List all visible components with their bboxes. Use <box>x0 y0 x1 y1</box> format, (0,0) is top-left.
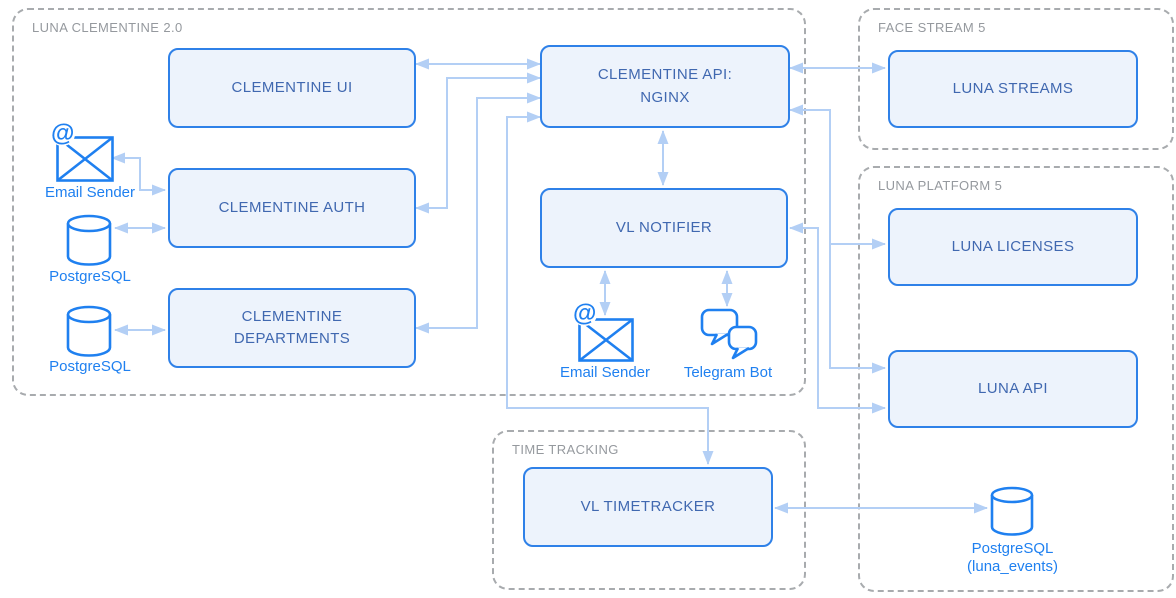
node-clementine-api-line1: CLEMENTINE API: <box>597 66 733 83</box>
node-clementine-api[interactable]: CLEMENTINE API: NGINX <box>540 45 790 128</box>
node-luna-streams-label: LUNA STREAMS <box>952 79 1074 97</box>
node-vl-notifier[interactable]: VL NOTIFIER <box>540 188 788 268</box>
node-luna-api-label: LUNA API <box>978 379 1048 397</box>
node-clementine-auth-label: CLEMENTINE AUTH <box>218 198 366 216</box>
container-face-stream[interactable]: FACE STREAM 5 <box>858 8 1174 150</box>
database-icon[interactable] <box>66 305 112 357</box>
postgresql-luna-events-line2: (luna_events) <box>967 558 1058 575</box>
postgresql-auth-label: PostgreSQL <box>49 268 131 285</box>
edge-email-sender-auth <box>111 152 166 196</box>
node-luna-licenses-label: LUNA LICENSES <box>951 237 1075 255</box>
postgresql-departments-label: PostgreSQL <box>49 358 131 375</box>
node-clementine-departments-label: CLEMENTINE DEPARTMENTS <box>234 306 350 351</box>
database-icon[interactable] <box>990 486 1034 536</box>
telegram-bot-label: Telegram Bot <box>683 364 773 381</box>
node-luna-streams[interactable]: LUNA STREAMS <box>888 50 1138 128</box>
node-clementine-departments-line2: DEPARTMENTS <box>233 330 351 347</box>
container-face-stream-label: FACE STREAM 5 <box>878 20 986 35</box>
node-clementine-departments-line1: CLEMENTINE <box>241 307 343 325</box>
node-vl-timetracker-label: VL TIMETRACKER <box>580 497 716 515</box>
edge-notifier-luna-api <box>789 222 886 414</box>
edge-api-timetracker <box>506 111 714 465</box>
email-sender-auth-label: Email Sender <box>44 184 136 201</box>
at-sign-icon: @ <box>572 300 598 327</box>
container-luna-platform-label: LUNA PLATFORM 5 <box>878 178 1003 193</box>
edge-api-licenses <box>789 104 886 250</box>
email-icon[interactable] <box>578 318 634 362</box>
node-vl-notifier-label: VL NOTIFIER <box>615 218 713 236</box>
node-clementine-departments[interactable]: CLEMENTINE DEPARTMENTS <box>168 288 416 368</box>
node-clementine-api-label: CLEMENTINE API: NGINX <box>598 64 732 109</box>
node-clementine-auth[interactable]: CLEMENTINE AUTH <box>168 168 416 248</box>
container-luna-clementine-label: LUNA CLEMENTINE 2.0 <box>32 20 183 35</box>
node-luna-api[interactable]: LUNA API <box>888 350 1138 428</box>
node-clementine-ui[interactable]: CLEMENTINE UI <box>168 48 416 128</box>
postgresql-luna-events-line1: PostgreSQL <box>971 540 1054 557</box>
node-clementine-ui-label: CLEMENTINE UI <box>231 78 353 96</box>
node-luna-licenses[interactable]: LUNA LICENSES <box>888 208 1138 286</box>
postgresql-luna-events-label: PostgreSQL (luna_events) <box>940 540 1085 576</box>
edge-api-luna-api <box>829 244 886 374</box>
node-vl-timetracker[interactable]: VL TIMETRACKER <box>523 467 773 547</box>
email-sender-notifier-label: Email Sender <box>559 364 651 381</box>
telegram-bot-icon[interactable] <box>700 308 758 360</box>
edge-departments-api <box>415 92 541 334</box>
node-clementine-api-line2: NGINX <box>640 88 690 106</box>
database-icon[interactable] <box>66 214 112 266</box>
at-sign-icon: @ <box>50 120 76 147</box>
